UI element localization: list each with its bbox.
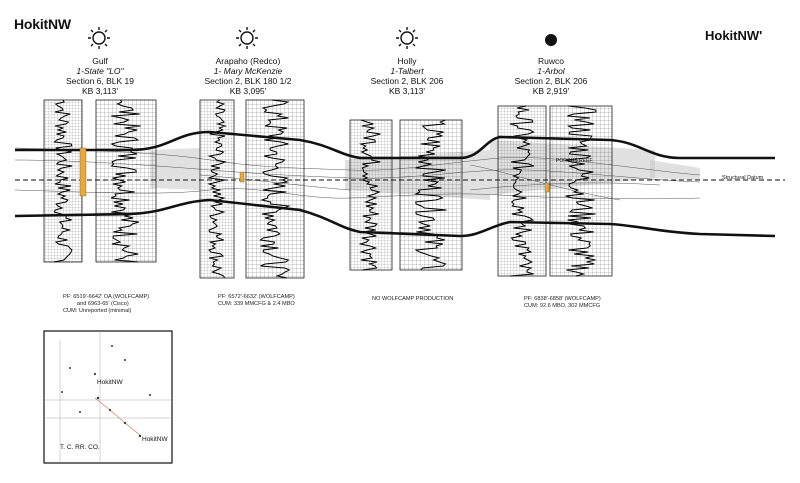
well-operator: Gulf bbox=[92, 56, 108, 66]
log-track bbox=[95, 99, 157, 263]
perforation-markers bbox=[79, 147, 550, 197]
well-operator: Arapaho (Redco) bbox=[215, 56, 281, 66]
porous-reef-label: POROUS REEF bbox=[556, 158, 593, 164]
log-curve bbox=[565, 105, 597, 277]
well-operator: Ruwco bbox=[538, 56, 564, 66]
well-operator: Holly bbox=[397, 56, 417, 66]
sun-icon bbox=[88, 27, 110, 49]
well-name: 1-Talbert bbox=[390, 66, 424, 76]
well-kb: KB 3,113' bbox=[389, 86, 425, 96]
production-line: PF: 6572'-6632' (WOLFCAMP) bbox=[218, 294, 295, 300]
production-line: CUM: Unreported (minimal) bbox=[63, 308, 132, 314]
sun-icon bbox=[236, 27, 258, 49]
production-line: CUM: 92.6 MBO, 302 MMCFG bbox=[524, 303, 601, 309]
log-curve bbox=[53, 99, 73, 263]
top-marker-line bbox=[15, 130, 775, 160]
oil-well-dot-icon bbox=[545, 34, 557, 46]
map-label-hokitnw-top: HokitNW bbox=[97, 379, 123, 386]
log-track bbox=[549, 105, 613, 277]
production-line: PF: 6519'-6642' OA (WOLFCAMP) bbox=[63, 294, 150, 300]
production-line: and 6963-65' (Cisco) bbox=[77, 301, 129, 307]
perforation-well-1 bbox=[79, 147, 87, 197]
production-note-2: PF: 6572'-6632' (WOLFCAMP) CUM: 339 MMCF… bbox=[218, 294, 295, 308]
well-header-2: Arapaho (Redco) 1- Mary McKenzie Section… bbox=[178, 56, 318, 96]
log-panels bbox=[43, 99, 613, 279]
log-curve bbox=[414, 119, 447, 271]
production-line: PF: 6838'-6858' (WOLFCAMP) bbox=[524, 296, 601, 302]
structural-datum-label: Structural Datum bbox=[722, 175, 764, 181]
sun-icon bbox=[396, 27, 418, 49]
perforation-well-4 bbox=[544, 182, 550, 193]
production-note-1: PF: 6519'-6642' OA (WOLFCAMP) and 6963-6… bbox=[63, 294, 149, 315]
log-track bbox=[43, 99, 83, 263]
well-location: Section 2, BLK 180 1/2 bbox=[204, 76, 292, 86]
well-symbols bbox=[88, 27, 557, 49]
perforation-well-2 bbox=[239, 171, 245, 183]
log-track bbox=[497, 105, 547, 277]
well-kb: KB 3,113' bbox=[82, 86, 118, 96]
well-name: 1-State "LO" bbox=[76, 66, 124, 76]
well-header-3: Holly 1-Talbert Section 2, BLK 206 KB 3,… bbox=[337, 56, 477, 96]
log-curve bbox=[110, 99, 141, 263]
well-location: Section 6, BLK 19 bbox=[65, 76, 135, 86]
well-header-4: Ruwco 1-Arbol Section 2, BLK 206 KB 2,91… bbox=[481, 56, 621, 96]
log-curve bbox=[259, 99, 291, 279]
production-line: NO WOLFCAMP PRODUCTION bbox=[372, 296, 454, 302]
section-title-left: HokitNW bbox=[14, 16, 71, 32]
well-header-1: Gulf 1-State "LO" Section 6, BLK 19 KB 3… bbox=[30, 56, 170, 96]
production-line: CUM: 339 MMCFG & 2.4 MBO bbox=[218, 301, 295, 307]
section-title-right: HokitNW' bbox=[705, 28, 763, 43]
map-label-tcrr: T. C. RR. CO. bbox=[60, 444, 100, 451]
map-label-hokitnw-bottom: HokitNW bbox=[142, 436, 168, 443]
production-note-3: NO WOLFCAMP PRODUCTION bbox=[372, 296, 453, 303]
index-map bbox=[43, 330, 173, 464]
log-curve bbox=[206, 99, 228, 279]
well-name: 1-Arbol bbox=[537, 66, 565, 76]
log-curve bbox=[509, 105, 535, 277]
well-location: Section 2, BLK 206 bbox=[370, 76, 444, 86]
well-kb: KB 2,919' bbox=[532, 86, 570, 96]
well-location: Section 2, BLK 206 bbox=[514, 76, 588, 86]
production-note-4: PF: 6838'-6858' (WOLFCAMP) CUM: 92.6 MBO… bbox=[524, 296, 601, 310]
log-curve bbox=[358, 119, 381, 271]
well-name: 1- Mary McKenzie bbox=[213, 66, 283, 76]
well-kb: KB 3,095' bbox=[229, 86, 267, 96]
base-marker-line bbox=[14, 198, 776, 238]
